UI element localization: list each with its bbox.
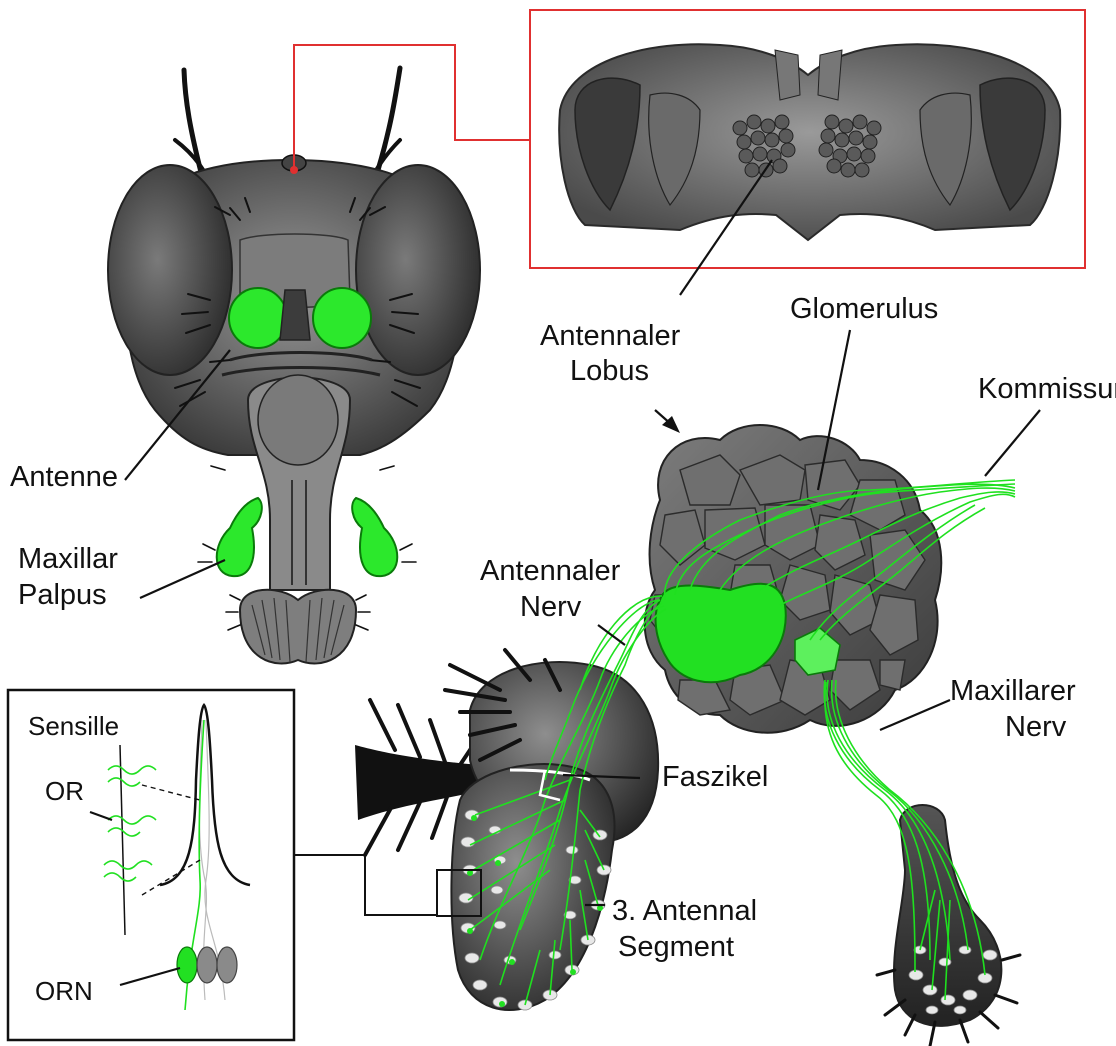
label-glomerulus: Glomerulus [790, 293, 938, 325]
maxillary-palp-left [217, 498, 262, 576]
label-orn: ORN [35, 976, 93, 1006]
orn-cell-grey-1 [197, 947, 217, 983]
label-maxillary-nerve-2: Nerv [1005, 711, 1067, 743]
inset-link-line [294, 45, 530, 168]
label-commissure: Kommissur [978, 373, 1116, 405]
sensillum-connector [294, 855, 437, 915]
brain-section [559, 44, 1060, 240]
label-third-segment-1: 3. Antennal [612, 895, 757, 927]
orn-cell-green [177, 947, 197, 983]
label-antenna: Antenne [10, 461, 118, 493]
label-maxillary-nerve-1: Maxillarer [950, 675, 1076, 707]
label-maxillary-palp-1: Maxillar [18, 543, 118, 575]
orn-cell-grey-2 [217, 947, 237, 983]
label-or: OR [45, 776, 84, 806]
label-fascicle: Faszikel [662, 761, 768, 793]
label-antennal-nerve-1: Antennaler [480, 555, 621, 587]
label-antennal-lobe-2: Lobus [570, 355, 649, 387]
label-antennal-lobe-1: Antennaler [540, 320, 681, 352]
maxillary-palp-right [352, 498, 397, 576]
antenna-right [313, 288, 371, 348]
label-sensillum: Sensille [28, 711, 119, 741]
compound-eye-left [108, 165, 232, 375]
maxillary-palp-detail [824, 680, 1020, 1046]
antenna-left [229, 288, 287, 348]
label-third-segment-2: Segment [618, 931, 734, 963]
label-maxillary-palp-2: Palpus [18, 579, 107, 611]
label-antennal-nerve-2: Nerv [520, 591, 582, 623]
compound-eye-right [356, 165, 480, 375]
